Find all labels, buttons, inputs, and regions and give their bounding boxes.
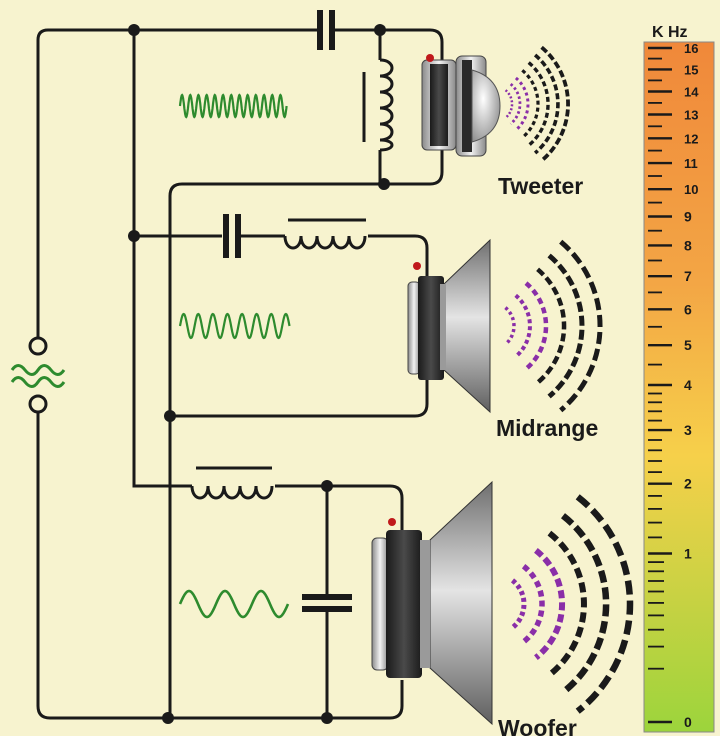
source-terminal-bottom [28, 394, 48, 414]
circuit-wires [36, 28, 444, 720]
tweeter-sound-arc [527, 61, 550, 147]
midrange-sound-arc [547, 253, 585, 399]
woofer-sound-arc [575, 494, 634, 714]
junction-dot [321, 712, 333, 724]
scale-tick-label: 13 [684, 108, 698, 123]
ac-wave-icon [10, 376, 66, 388]
woofer-label: Woofer [498, 715, 577, 736]
scale-tick-label: 4 [684, 377, 692, 393]
ac-source-symbol [10, 336, 66, 414]
midrange-return [170, 380, 429, 418]
tweeter-sound-arc [540, 45, 570, 163]
capacitors [223, 10, 352, 612]
midrange-frame [440, 284, 446, 370]
scale-tick-label: 16 [684, 41, 698, 56]
tweeter-inductor [379, 58, 394, 152]
woofer-sound-arc [534, 548, 566, 660]
tweeter-sound-arc [533, 53, 560, 155]
midrange-inductor [283, 235, 367, 250]
mid-frequency-wave [178, 312, 291, 340]
junction-dot [321, 480, 333, 492]
tweeter-dome [471, 69, 501, 143]
woofer-frame [420, 540, 430, 668]
midrange-coil-to-speaker [368, 234, 429, 278]
tweeter-ring-inner [462, 60, 472, 152]
scale-tick-label: 6 [684, 301, 692, 317]
midrange-sound-arc [536, 267, 567, 385]
scale-tick-label: 2 [684, 476, 692, 492]
woofer-speaker [371, 480, 493, 726]
scale-tick-label: 9 [684, 209, 692, 225]
junction-dot [128, 230, 140, 242]
signal-waves [178, 93, 291, 619]
midrange-speaker [407, 238, 491, 414]
source-wire-bottom [36, 412, 168, 720]
midrange-magnet [418, 276, 444, 380]
junction-dot [128, 24, 140, 36]
woofer-coil-to-speaker [275, 484, 404, 530]
scale-tick-label: 14 [684, 85, 699, 100]
junction-dot [374, 24, 386, 36]
tweeter-magnet [430, 64, 448, 146]
scale-tick-label: 7 [684, 268, 692, 284]
tweeter-sound-arc [509, 83, 522, 125]
scale-bar [643, 41, 715, 733]
scale-unit-label: K Hz [652, 24, 688, 41]
woofer-magnet [386, 530, 422, 678]
sound-wave-arcs [504, 45, 634, 714]
scale-tick-label: 8 [684, 237, 692, 253]
tweeter-sound-arc [504, 89, 514, 119]
scale-tick-label: 1 [684, 546, 692, 562]
tweeter-speaker [421, 54, 501, 157]
main-bus [132, 30, 192, 488]
tweeter-feed-wire [334, 28, 382, 48]
tweeter-sound-arc [521, 69, 540, 139]
scale-tick-label: 10 [684, 182, 698, 197]
source-terminal-top [28, 336, 48, 356]
woofer-sound-arc [547, 530, 587, 678]
inductors [190, 58, 394, 500]
scale-tick-label: 11 [684, 156, 698, 171]
junction-dots [128, 24, 390, 724]
scale-tick-label: 3 [684, 422, 692, 438]
scale-tick-label: 15 [684, 62, 698, 77]
source-wire-top [36, 28, 318, 338]
midrange-sound-arc [514, 293, 532, 359]
scale-tick-label: 12 [684, 131, 698, 146]
midrange-sound-arc [524, 281, 549, 371]
scale-tick-label: 5 [684, 337, 692, 353]
woofer-basket [371, 537, 389, 671]
low-frequency-wave [178, 589, 290, 619]
tweeter-top-wire [380, 28, 444, 60]
midrange-cone [443, 238, 491, 414]
tweeter-sound-arc [514, 76, 530, 132]
scale-tick-label: 0 [684, 714, 692, 730]
woofer-return [168, 680, 404, 720]
woofer-polarity-dot [388, 518, 396, 526]
woofer-sound-arc [521, 564, 545, 644]
midrange-label: Midrange [496, 415, 598, 441]
tweeter-label: Tweeter [498, 173, 583, 199]
woofer-sound-arc [560, 513, 610, 695]
return-bus [168, 150, 444, 718]
woofer-inductor [190, 485, 274, 500]
midrange-polarity-dot [413, 262, 421, 270]
high-frequency-wave [178, 93, 288, 119]
midrange-sound-arc [504, 306, 516, 346]
woofer-cone [429, 480, 493, 726]
junction-dot [162, 712, 174, 724]
ac-wave-icon [10, 364, 66, 376]
junction-dot [164, 410, 176, 422]
midrange-sound-arc [559, 239, 603, 413]
tweeter-polarity-dot [426, 54, 434, 62]
junction-dot [378, 178, 390, 190]
woofer-sound-arc [510, 578, 527, 630]
